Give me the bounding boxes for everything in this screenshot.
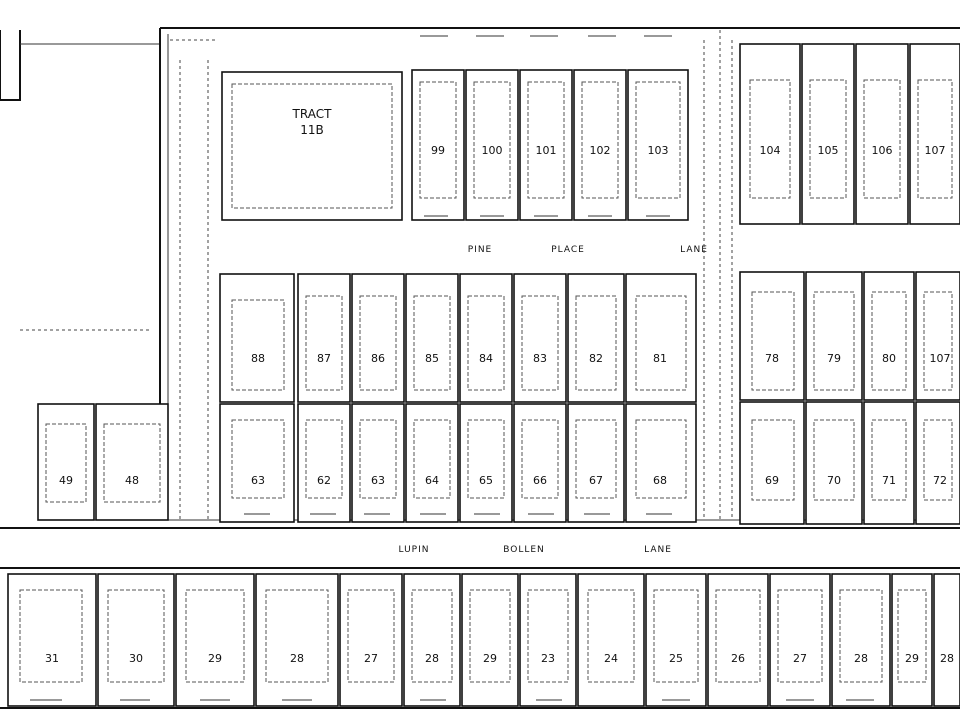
lot-number: 26 — [731, 652, 745, 665]
lot-row-low-a: 63 62 63 64 65 66 67 68 — [219, 403, 697, 523]
lot-number: 63 — [371, 474, 385, 487]
street-name: LUPIN — [399, 545, 430, 555]
street-name: PINE — [468, 245, 493, 255]
lot-number: 29 — [905, 652, 919, 665]
lot-number: 83 — [533, 352, 547, 365]
lot-number: 104 — [760, 144, 781, 157]
lot-number: 28 — [425, 652, 439, 665]
lot-number: 81 — [653, 352, 667, 365]
lot-number: 31 — [45, 652, 59, 665]
lot-number: 78 — [765, 352, 779, 365]
lot-number: 105 — [818, 144, 839, 157]
lot-number: 79 — [827, 352, 841, 365]
lot-number: 67 — [589, 474, 603, 487]
lot-number: 27 — [793, 652, 807, 665]
street-name: PLACE — [551, 245, 585, 255]
lot-number: 107 — [925, 144, 946, 157]
lot-number: 64 — [425, 474, 439, 487]
street-labels-main: LUPIN BOLLEN LANE — [399, 545, 672, 555]
lot-number: 72 — [933, 474, 947, 487]
lot-number: 82 — [589, 352, 603, 365]
lot-number: 69 — [765, 474, 779, 487]
lot-number: 65 — [479, 474, 493, 487]
tract-11b: TRACT 11B — [221, 71, 403, 221]
dimension-marks — [30, 35, 874, 701]
lot-number: 23 — [541, 652, 555, 665]
lot-number: 63 — [251, 474, 265, 487]
lot-number: 70 — [827, 474, 841, 487]
lot-number: 62 — [317, 474, 331, 487]
lot-number: 28 — [290, 652, 304, 665]
lot-number: 66 — [533, 474, 547, 487]
lot-number: 102 — [590, 144, 611, 157]
easement-strip — [170, 39, 733, 520]
lot-number: 48 — [125, 474, 139, 487]
street-labels-mid: PINE PLACE LANE — [468, 245, 708, 255]
lot-number: 49 — [59, 474, 73, 487]
lot-number: 25 — [669, 652, 683, 665]
lot-number: 68 — [653, 474, 667, 487]
lot-number: 99 — [431, 144, 445, 157]
lot-number: 30 — [129, 652, 143, 665]
street-name: BOLLEN — [503, 545, 545, 555]
lot-number: 106 — [872, 144, 893, 157]
lot-number: 28 — [940, 652, 954, 665]
tract-id: 11B — [300, 123, 324, 137]
street-name: LANE — [644, 545, 672, 555]
lot-number: 103 — [648, 144, 669, 157]
lot-number: 88 — [251, 352, 265, 365]
lot-number: 27 — [364, 652, 378, 665]
lot-number: 28 — [854, 652, 868, 665]
lot-number: 29 — [483, 652, 497, 665]
lot-number: 87 — [317, 352, 331, 365]
lot-row-top-b: 104 105 106 107 — [739, 43, 960, 225]
lot-number: 107 — [930, 352, 951, 365]
tract-label: TRACT — [292, 107, 333, 121]
lot-number: 84 — [479, 352, 493, 365]
lot-number: 29 — [208, 652, 222, 665]
lot-number: 86 — [371, 352, 385, 365]
lot-row-mid-b: 78 79 80 107 — [739, 271, 960, 401]
lot-number: 85 — [425, 352, 439, 365]
lot-number: 80 — [882, 352, 896, 365]
lot-row-mid-a: 88 87 86 85 84 83 82 81 — [219, 273, 697, 403]
lot-number: 71 — [882, 474, 896, 487]
lot-row-bottom: 31 30 29 28 27 28 29 23 24 25 26 27 28 2… — [7, 573, 960, 707]
lot-number: 100 — [482, 144, 503, 157]
lot-row-left-small: 49 48 — [37, 403, 169, 521]
lot-number: 101 — [536, 144, 557, 157]
lot-row-low-b: 69 70 71 72 — [739, 401, 960, 525]
lot-row-top-a: 99 100 101 102 103 — [411, 69, 689, 221]
street-name: LANE — [680, 245, 708, 255]
lot-number: 24 — [604, 652, 618, 665]
